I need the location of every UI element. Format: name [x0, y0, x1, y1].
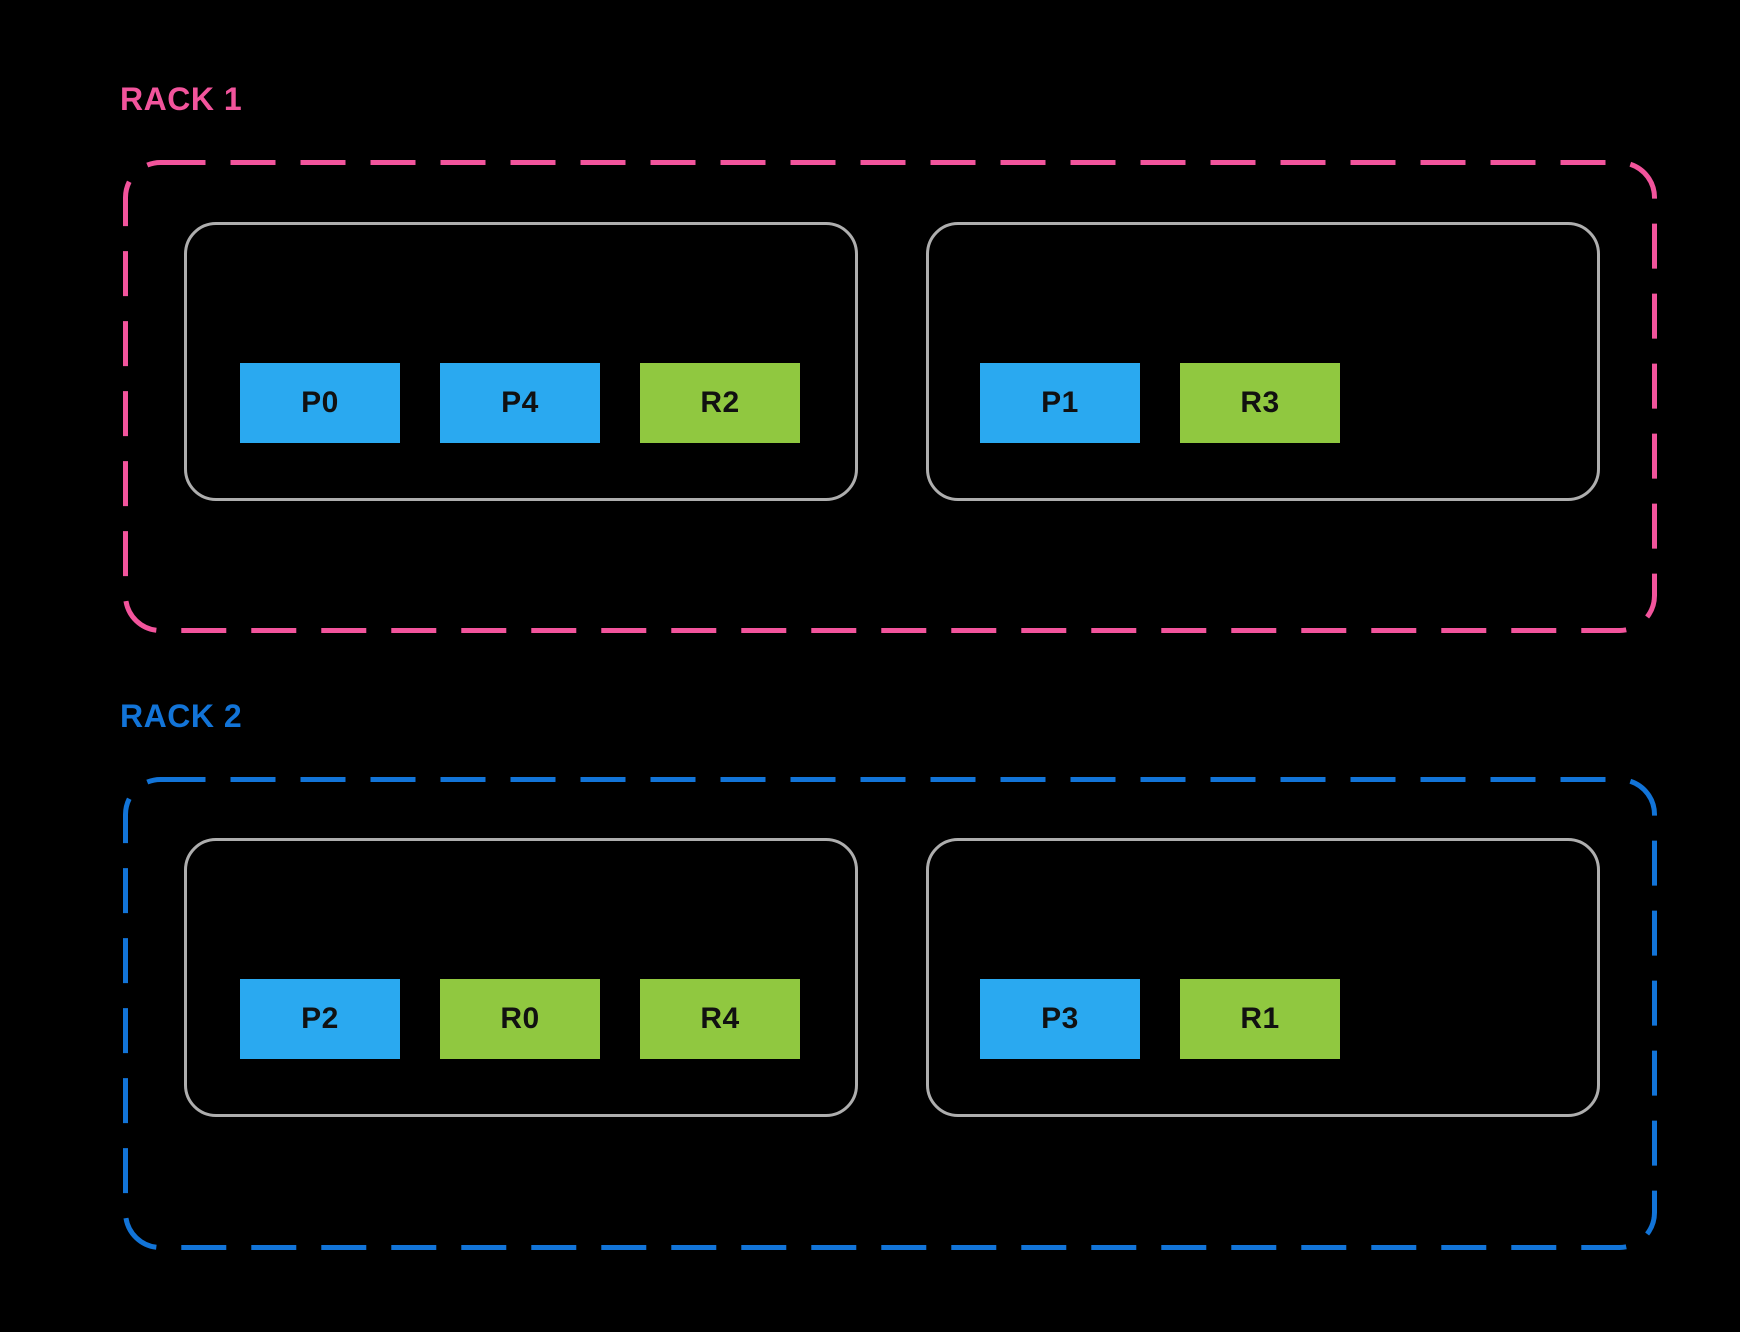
block-r3: R3: [1180, 363, 1340, 443]
rack-2-boundary: [123, 777, 1657, 1250]
block-r4: R4: [640, 979, 800, 1059]
block-r1: R1: [1180, 979, 1340, 1059]
rack-1-node-1: P0 P4 R2: [184, 222, 858, 501]
block-p1: P1: [980, 363, 1140, 443]
block-r0: R0: [440, 979, 600, 1059]
block-p3: P3: [980, 979, 1140, 1059]
block-label: R4: [700, 1002, 740, 1035]
rack-2-node-1: P2 R0 R4: [184, 838, 858, 1117]
block-label: P4: [501, 386, 539, 419]
block-p2: P2: [240, 979, 400, 1059]
rack-1-boundary: [123, 160, 1657, 633]
block-label: P3: [1041, 1002, 1079, 1035]
block-label: P0: [301, 386, 339, 419]
block-label: R3: [1240, 386, 1280, 419]
block-label: P2: [301, 1002, 339, 1035]
rack-1-node-2: P1 R3: [926, 222, 1600, 501]
block-p0: P0: [240, 363, 400, 443]
rack-2-node-2: P3 R1: [926, 838, 1600, 1117]
block-label: P1: [1041, 386, 1079, 419]
block-label: R1: [1240, 1002, 1280, 1035]
block-r2: R2: [640, 363, 800, 443]
block-label: R0: [500, 1002, 540, 1035]
block-label: R2: [700, 386, 740, 419]
rack-2-boundary-rect: [123, 777, 1657, 1250]
rack-2-label: RACK 2: [120, 698, 243, 734]
rack-1-boundary-rect: [123, 160, 1657, 633]
block-p4: P4: [440, 363, 600, 443]
rack-1-label: RACK 1: [120, 81, 243, 117]
